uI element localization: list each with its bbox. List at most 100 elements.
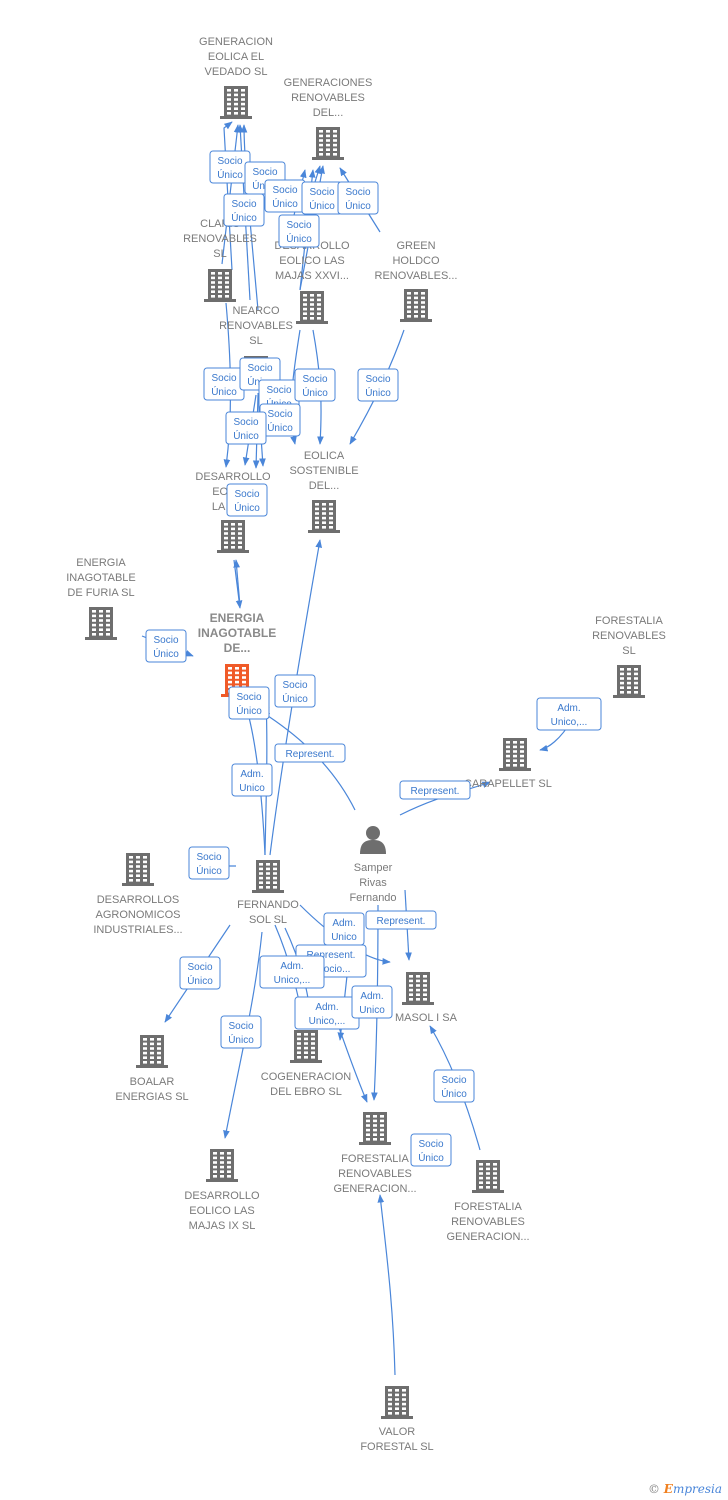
- relation-badge[interactable]: Represent.: [399, 780, 471, 800]
- relation-badge[interactable]: Adm.Unico,...: [294, 996, 360, 1030]
- relation-label-line: Socio: [233, 417, 258, 428]
- node-label-line: Rivas: [359, 877, 387, 889]
- node-label: COGENERACION DEL EBRO SL: [261, 1071, 352, 1098]
- relation-label-line: Socio: [267, 409, 292, 420]
- relation-label-line: Único: [286, 232, 312, 245]
- node-cogen[interactable]: COGENERACION DEL EBRO SL: [261, 1030, 352, 1098]
- relation-badge[interactable]: Adm.Unico,...: [259, 955, 325, 989]
- node-carap[interactable]: CARAPELLET SL: [464, 738, 552, 790]
- relation-label-line: Socio: [231, 199, 256, 210]
- relation-label: Adm.Unico,...: [274, 961, 311, 986]
- relation-label-line: Socio: [302, 374, 327, 385]
- relation-label-line: Unico: [359, 1005, 385, 1016]
- node-label-line: MAJAS XXVI...: [275, 270, 349, 282]
- node-label-line: VEDADO SL: [205, 66, 268, 78]
- building-icon: [204, 269, 236, 302]
- node-label-line: COGENERACION: [261, 1071, 352, 1083]
- relation-label-line: Único: [441, 1087, 467, 1100]
- building-icon: [252, 860, 284, 893]
- node-label-line: FORESTALIA: [454, 1201, 522, 1213]
- relation-label-line: Socio: [153, 635, 178, 646]
- relation-badge[interactable]: Represent.: [365, 910, 437, 930]
- node-masol[interactable]: MASOL I SA: [395, 972, 458, 1024]
- node-label-line: DEL EBRO SL: [270, 1086, 342, 1098]
- node-label-line: DE FURIA SL: [67, 587, 134, 599]
- building-icon: [402, 972, 434, 1005]
- relation-label-line: Represent.: [307, 950, 356, 961]
- relation-badge[interactable]: Adm.Unico: [231, 763, 273, 797]
- relation-label-line: Socio: [247, 363, 272, 374]
- relation-label-line: Único: [153, 647, 179, 660]
- relation-badge[interactable]: Adm.Unico: [351, 985, 393, 1019]
- relation-label-line: Socio: [266, 385, 291, 396]
- relation-label-line: Unico: [331, 932, 357, 943]
- relation-label-line: Represent.: [377, 916, 426, 927]
- relation-label-line: Socio: [345, 187, 370, 198]
- relation-label-line: Único: [233, 429, 259, 442]
- building-icon: [296, 291, 328, 324]
- node-label-line: RENOVABLES: [219, 320, 293, 332]
- empresia-brand[interactable]: © Empresia: [648, 1482, 722, 1496]
- node-label-line: FERNANDO: [237, 899, 299, 911]
- relation-label-line: Socio: [187, 962, 212, 973]
- building-icon: [613, 665, 645, 698]
- building-icon: [400, 289, 432, 322]
- relation-label-line: Socio: [196, 852, 221, 863]
- building-icon: [136, 1035, 168, 1068]
- relation-badge[interactable]: Adm.Unico: [323, 912, 365, 946]
- relation-label: Adm.Unico,...: [551, 703, 588, 728]
- building-icon: [308, 500, 340, 533]
- node-label-line: CARAPELLET SL: [464, 778, 552, 790]
- relation-badge[interactable]: Adm.Unico,...: [536, 697, 602, 731]
- node-label-line: Samper: [354, 862, 393, 874]
- relation-badge[interactable]: Represent.: [274, 743, 346, 763]
- building-icon: [290, 1030, 322, 1063]
- node-label-line: AGRONOMICOS: [96, 909, 181, 921]
